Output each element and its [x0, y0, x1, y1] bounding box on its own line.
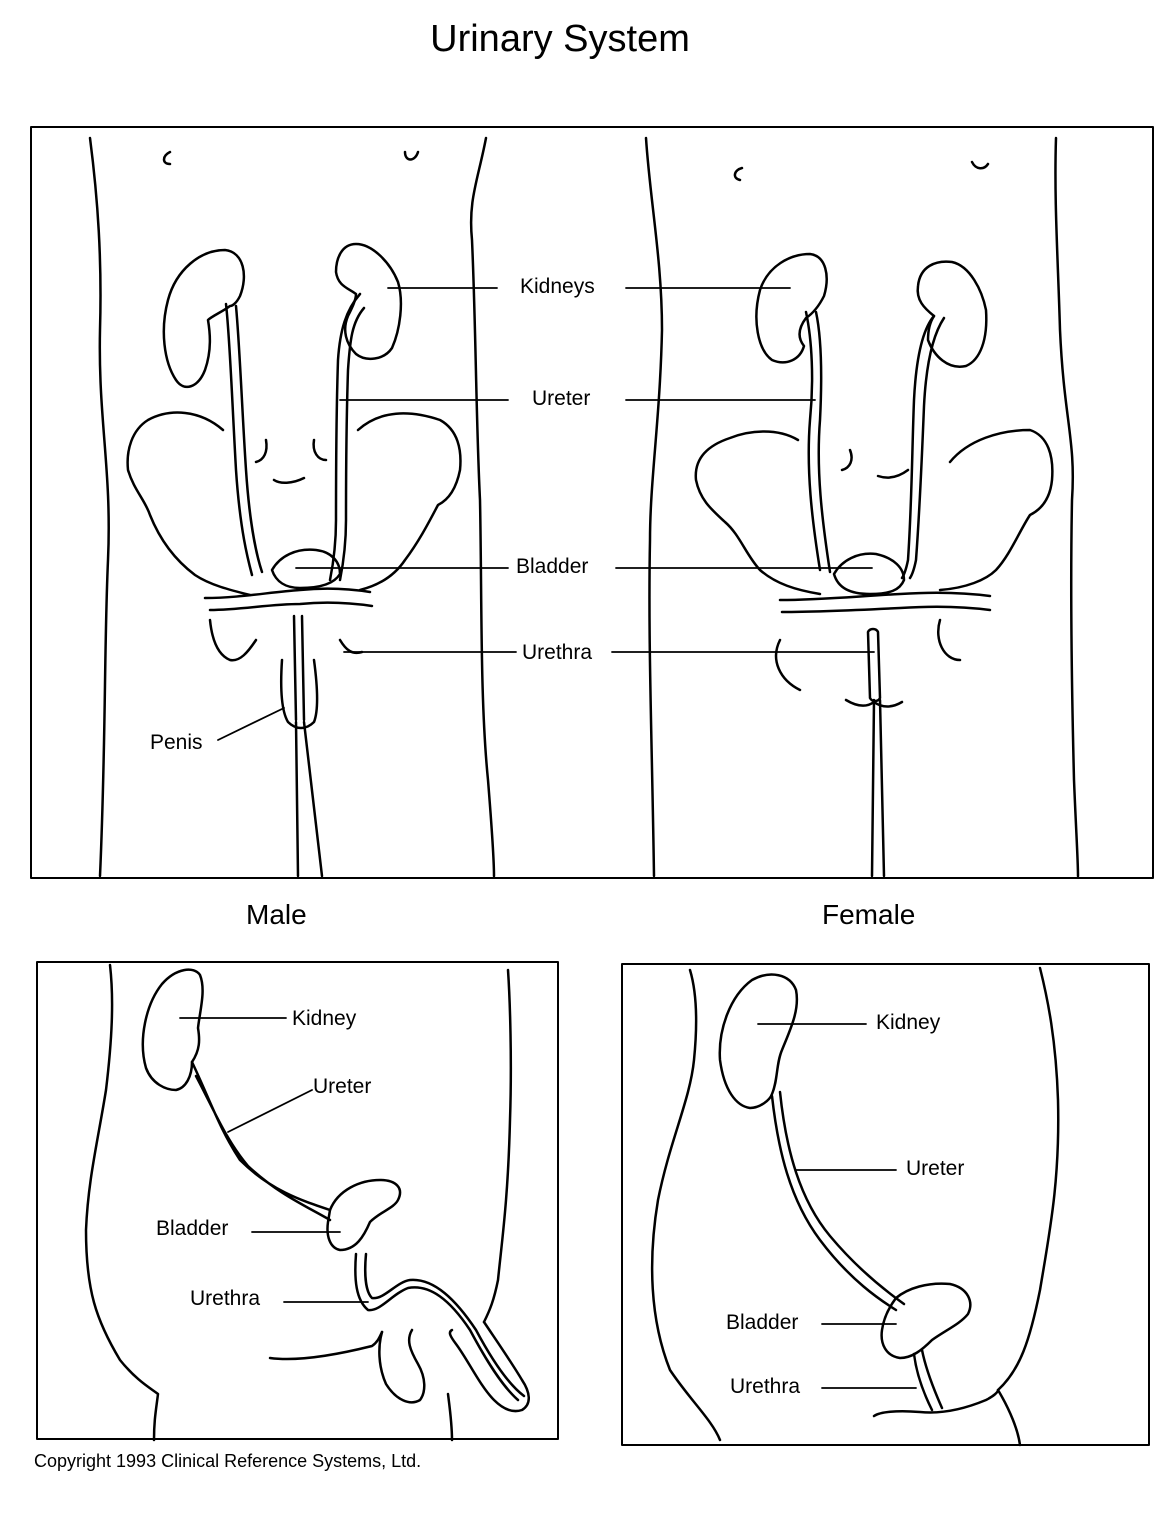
- leader-lines: [179, 287, 917, 1389]
- female-side-figure: [650, 966, 1060, 1447]
- caption-female: Female: [822, 899, 916, 930]
- male-right-kidney: [334, 242, 403, 361]
- leader-ureter-male-side: [227, 1089, 313, 1133]
- female-nipple-left: [733, 166, 744, 182]
- female-right-kidney: [916, 260, 988, 368]
- male-side-leg: [268, 1330, 454, 1442]
- male-side-label-ureter: Ureter: [313, 1075, 372, 1098]
- male-hip-lower: [208, 618, 364, 662]
- front-view-frame: [30, 126, 1154, 879]
- female-side-front-outline: [996, 966, 1060, 1447]
- male-side-figure: [84, 963, 530, 1442]
- male-left-kidney: [162, 248, 246, 389]
- female-side-perineum: [872, 1388, 1000, 1418]
- female-pelvis-left: [694, 430, 822, 596]
- male-left-ureter: [224, 302, 264, 577]
- female-side-back-outline: [650, 968, 722, 1442]
- male-side-front-outline: [482, 968, 513, 1324]
- female-side-label-kidney: Kidney: [876, 1011, 941, 1034]
- female-side-frame: [621, 963, 1150, 1446]
- male-side-scrotum: [378, 1328, 426, 1404]
- label-ureter: Ureter: [532, 387, 591, 410]
- female-right-ureter: [900, 314, 946, 580]
- female-sacrum-marks: [840, 448, 910, 479]
- male-right-ureter: [328, 292, 366, 582]
- female-side-label-urethra: Urethra: [730, 1375, 801, 1398]
- male-side-frame: [36, 961, 559, 1440]
- male-bladder: [270, 548, 342, 590]
- male-pelvic-band: [203, 587, 374, 612]
- female-side-label-bladder: Bladder: [726, 1311, 799, 1334]
- diagram-title: Urinary System: [430, 18, 690, 60]
- female-side-ureter: [770, 1090, 906, 1312]
- female-body-right-outline: [1054, 136, 1080, 878]
- male-side-label-bladder: Bladder: [156, 1217, 229, 1240]
- male-sacrum-marks: [254, 438, 328, 484]
- male-urethra: [292, 614, 306, 722]
- male-nipple-left: [162, 150, 172, 166]
- female-left-kidney: [755, 252, 828, 364]
- female-side-urethra: [912, 1348, 944, 1412]
- female-urethra: [866, 627, 882, 703]
- male-side-ureter: [190, 1060, 332, 1222]
- copyright-notice: Copyright 1993 Clinical Reference System…: [34, 1451, 422, 1471]
- female-hip-lower: [774, 618, 962, 708]
- female-left-ureter: [804, 310, 832, 574]
- male-side-penis: [448, 1320, 530, 1413]
- label-bladder: Bladder: [516, 555, 589, 578]
- male-side-label-urethra: Urethra: [190, 1287, 261, 1310]
- label-urethra: Urethra: [522, 641, 593, 664]
- female-front-figure: [644, 136, 1080, 878]
- leader-penis: [217, 707, 285, 741]
- female-body-left-outline: [644, 136, 664, 878]
- label-kidneys: Kidneys: [520, 275, 595, 298]
- male-side-label-kidney: Kidney: [292, 1007, 357, 1030]
- male-body-right-outline: [469, 136, 496, 878]
- male-front-figure: [88, 136, 496, 878]
- male-nipple-right: [403, 150, 420, 161]
- female-side-label-ureter: Ureter: [906, 1157, 965, 1180]
- male-penis: [280, 658, 319, 730]
- female-side-kidney: [718, 973, 799, 1110]
- male-pelvis-right: [356, 412, 462, 592]
- female-pelvic-band: [778, 591, 992, 614]
- female-pelvis-right: [938, 428, 1054, 592]
- female-legs-line: [870, 698, 886, 878]
- label-penis: Penis: [150, 731, 203, 754]
- male-legs-line: [294, 720, 324, 878]
- caption-male: Male: [246, 899, 307, 930]
- male-side-kidney: [141, 968, 204, 1092]
- male-pelvis-left: [126, 411, 252, 597]
- female-bladder: [832, 552, 906, 596]
- male-body-left-outline: [88, 136, 110, 878]
- female-nipple-right: [970, 160, 990, 170]
- male-side-bladder: [326, 1178, 402, 1252]
- female-side-bladder: [880, 1282, 972, 1360]
- male-side-back-outline: [84, 963, 160, 1442]
